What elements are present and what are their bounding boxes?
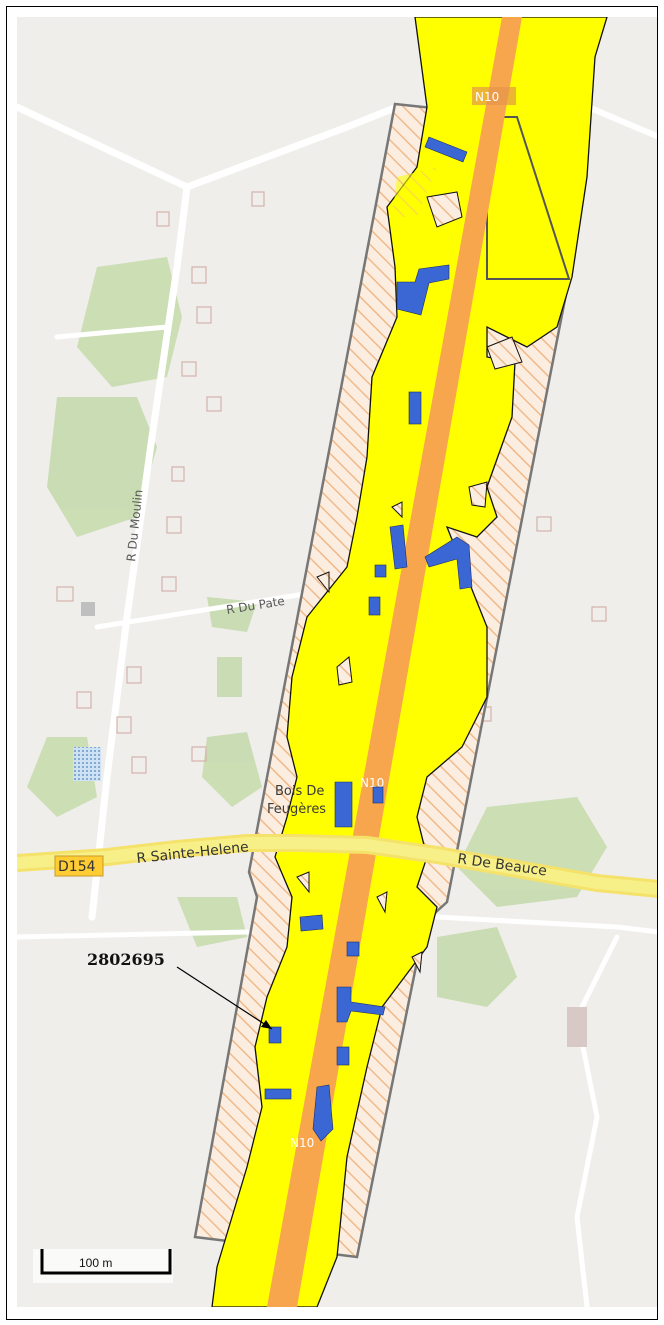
flood-zone-parcel <box>486 116 571 280</box>
route-label-n10: N10 <box>475 90 499 104</box>
place-label-line1: Bois De <box>275 784 324 799</box>
building-grey-2 <box>567 1007 587 1047</box>
highway-n10: N10 N10 N10 <box>267 17 522 1307</box>
route-label-n10-mid: N10 <box>360 776 384 790</box>
place-label-line2: Feugères <box>267 802 326 817</box>
water-feature <box>73 747 101 781</box>
parcel-id-label: 2802695 <box>87 950 165 969</box>
scale-bar: 100 m <box>33 1249 173 1283</box>
map-frame: N10 N10 N10 <box>6 6 658 1320</box>
parcel-annotation[interactable]: 2802695 <box>87 950 273 1030</box>
map-canvas[interactable]: N10 N10 N10 <box>17 17 657 1307</box>
minor-roads <box>17 45 657 1307</box>
scale-bar-label: 100 m <box>79 1256 112 1270</box>
road-shield-d154: D154 <box>58 859 96 875</box>
leader-arrow-icon <box>261 1020 272 1029</box>
road-label-du-pate: R Du Pate <box>225 594 285 617</box>
map-svg: N10 N10 N10 <box>17 17 657 1307</box>
hatch-overlay <box>392 167 437 217</box>
building-grey <box>81 602 95 616</box>
flood-gaps <box>296 191 523 974</box>
affected-buildings[interactable] <box>264 136 473 1142</box>
leader-line <box>176 966 273 1030</box>
route-label-n10-low: N10 <box>290 1136 314 1150</box>
